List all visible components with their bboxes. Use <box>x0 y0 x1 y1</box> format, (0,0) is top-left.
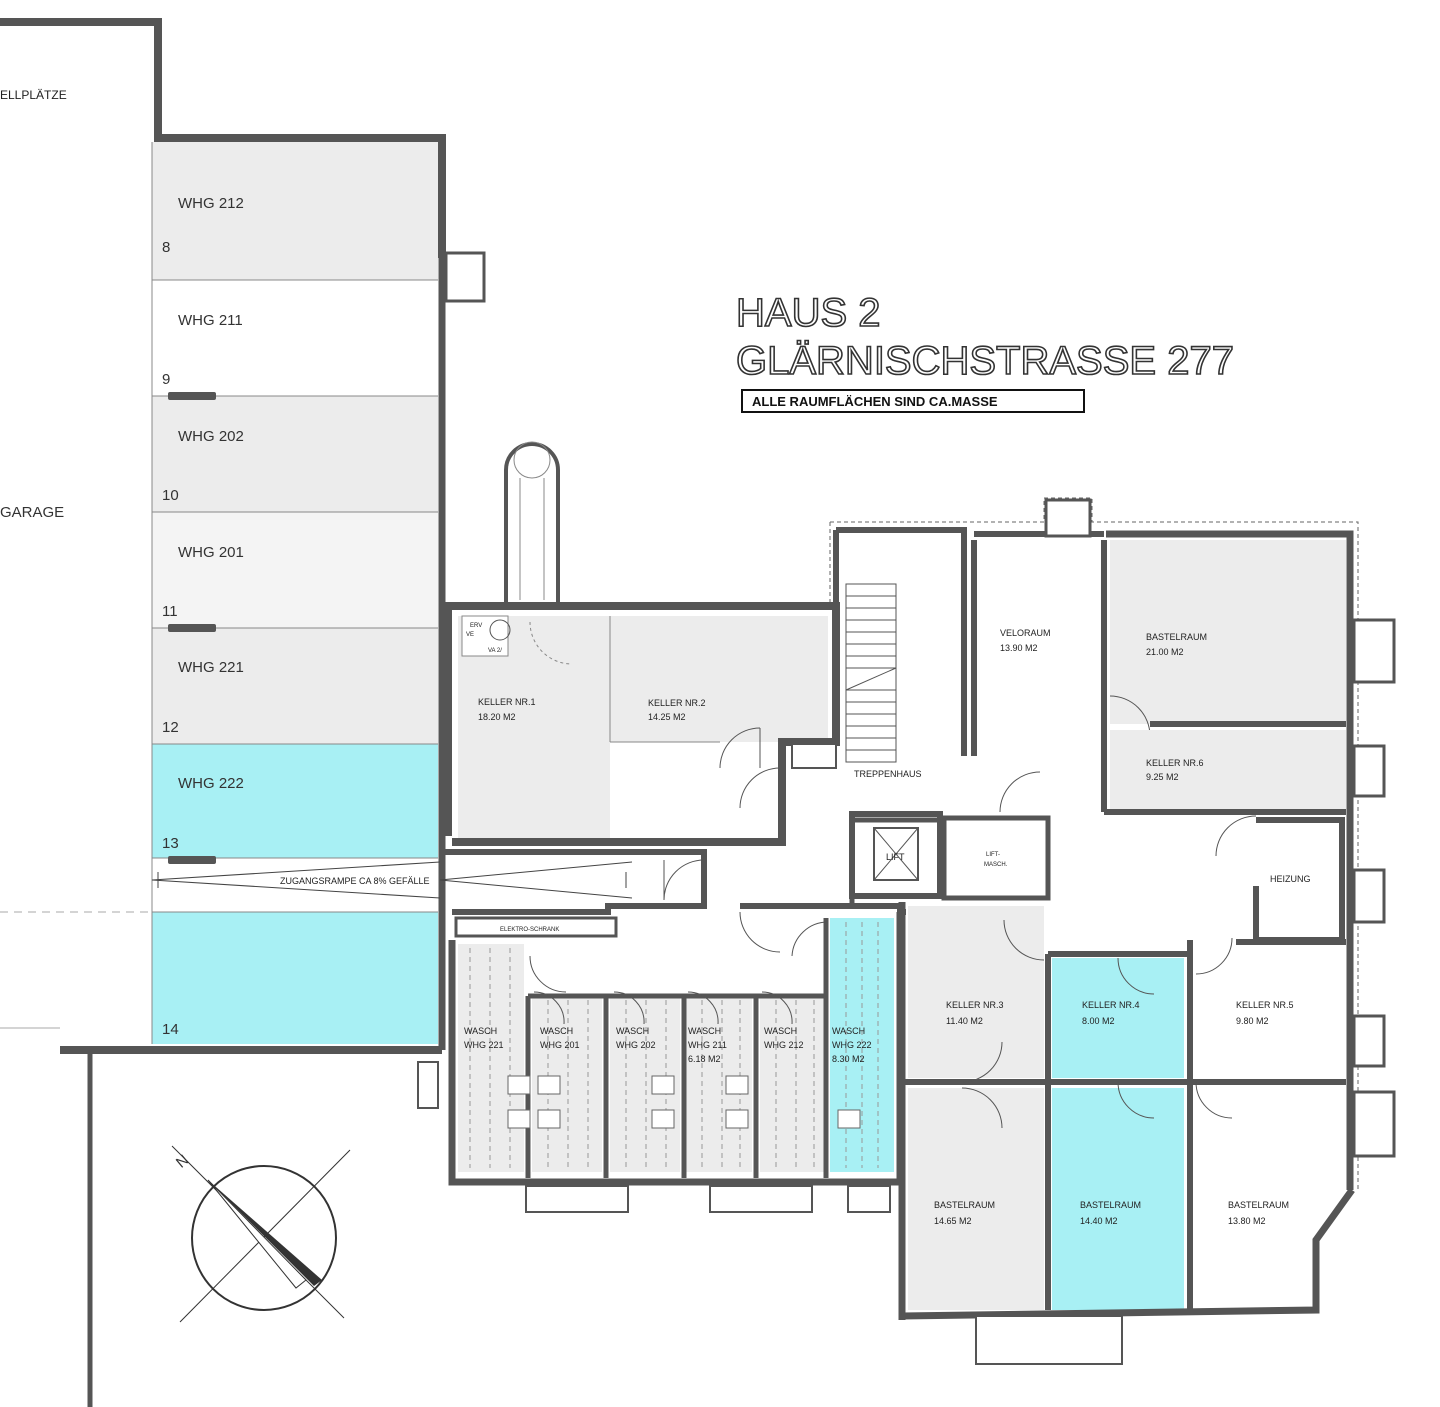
garage-label: GARAGE <box>0 504 64 521</box>
parking-space-whg-201 <box>152 512 438 628</box>
ramp-label: ZUGANGSRAMPE CA 8% GEFÄLLE <box>280 876 430 886</box>
label-va: VA 2/ <box>488 648 502 654</box>
space-number-14: 14 <box>162 1021 179 1038</box>
label-erv: ERV <box>470 623 482 629</box>
space-label-211: WHG 211 <box>178 312 243 329</box>
bastelraum-left-area: 14.65 M2 <box>934 1216 972 1226</box>
wasch-211-line2: WHG 211 <box>688 1040 727 1050</box>
column-11 <box>168 624 216 632</box>
keller-6-area: 9.25 M2 <box>1146 772 1179 782</box>
space-number-13: 13 <box>162 835 179 852</box>
wasch-221-line1: WASCH <box>464 1026 497 1036</box>
wasch-222-line2: WHG 222 <box>832 1040 872 1050</box>
room-bastelraum-mid <box>1052 1088 1184 1310</box>
keller-3-name: KELLER NR.3 <box>946 1000 1004 1010</box>
space-number-10: 10 <box>162 487 179 504</box>
wasch-222-line1: WASCH <box>832 1026 865 1036</box>
lift-label: LIFT <box>886 852 905 862</box>
elektro-schrank <box>454 916 618 938</box>
keller-2-area: 14.25 M2 <box>648 712 686 722</box>
parking-space-whg-221 <box>152 628 438 744</box>
title-block: HAUS 2 GLÄRNISCHSTRASSE 277 ALLE RAUMFLÄ… <box>735 290 1235 413</box>
wasch-221-line2: WHG 221 <box>464 1040 504 1050</box>
wasch-201-line2: WHG 201 <box>540 1040 580 1050</box>
space-label-221: WHG 221 <box>178 659 244 676</box>
parking-space-whg-212 <box>152 142 438 280</box>
space-number-9: 9 <box>162 371 170 388</box>
room-keller-5 <box>1196 946 1342 1078</box>
keller-4-area: 8.00 M2 <box>1082 1016 1115 1026</box>
space-number-8: 8 <box>162 239 170 256</box>
keller-4-name: KELLER NR.4 <box>1082 1000 1140 1010</box>
room-keller-3 <box>908 906 1044 1078</box>
wasch-202-line1: WASCH <box>616 1026 649 1036</box>
wasch-201-line1: WASCH <box>540 1026 573 1036</box>
wasch-room-221 <box>458 944 524 1172</box>
bastelraum-left-name: BASTELRAUM <box>934 1200 995 1210</box>
wasch-212-line1: WASCH <box>764 1026 797 1036</box>
column-9 <box>168 392 216 400</box>
room-keller-2 <box>610 616 828 742</box>
keller-6-name: KELLER NR.6 <box>1146 758 1204 768</box>
space-label-202: WHG 202 <box>178 428 244 445</box>
laundry-rooms: WASCH WHG 221 WASCH WHG 201 WASCH WHG 20… <box>417 912 904 1213</box>
column-13 <box>168 856 216 864</box>
wasch-211-line1: WASCH <box>688 1026 721 1036</box>
wasch-222-line3: 8.30 M2 <box>832 1054 865 1064</box>
parking-space-whg-202 <box>152 396 438 512</box>
keller-1-area: 18.20 M2 <box>478 712 516 722</box>
keller-1-name: KELLER NR.1 <box>478 697 536 707</box>
compass-icon: N <box>171 1145 351 1323</box>
bastelraum-top-name: BASTELRAUM <box>1146 632 1207 642</box>
bastelraum-mid-area: 14.40 M2 <box>1080 1216 1118 1226</box>
keller-3-area: 11.40 M2 <box>946 1016 983 1026</box>
building: ERV VE VA 2/ KELLER NR.1 18.20 M2 KELLER… <box>417 441 1396 1365</box>
lift-machine-label-2: MASCH. <box>984 862 1008 868</box>
wasch-212-line2: WHG 212 <box>764 1040 804 1050</box>
area-note-box <box>741 389 1085 413</box>
space-label-222: WHG 222 <box>178 775 244 792</box>
bastelraum-mid-name: BASTELRAUM <box>1080 1200 1141 1210</box>
garage-area: ELLPLÄTZE GARAGE WHG 212 8 WHG 211 9 WHG… <box>0 18 633 1407</box>
street-title: GLÄRNISCHSTRASSE 277 <box>736 339 1234 383</box>
wasch-room-212 <box>760 996 826 1172</box>
bastelraum-top-area: 21.00 M2 <box>1146 647 1184 657</box>
room-keller-6 <box>1110 730 1346 810</box>
lift-machine-label-1: LIFT- <box>986 852 1000 858</box>
space-number-11: 11 <box>162 603 178 620</box>
access-ramp <box>151 861 633 899</box>
veloraum-name: VELORAUM <box>1000 628 1051 638</box>
space-label-201: WHG 201 <box>178 544 244 561</box>
room-keller-4 <box>1052 958 1184 1078</box>
treppenhaus-label: TREPPENHAUS <box>854 769 922 779</box>
keller-2-name: KELLER NR.2 <box>648 698 706 708</box>
room-bastelraum-left <box>908 1088 1044 1310</box>
room-bastelraum-right <box>1196 1088 1342 1304</box>
parking-label: ELLPLÄTZE <box>0 88 67 102</box>
bastelraum-right-area: 13.80 M2 <box>1228 1216 1266 1226</box>
parking-space-whg-211 <box>152 280 438 396</box>
staircase <box>845 583 897 763</box>
area-note: ALLE RAUMFLÄCHEN SIND CA.MASSE <box>752 394 998 409</box>
compass-north-label: N <box>173 1152 192 1172</box>
bastelraum-right-name: BASTELRAUM <box>1228 1200 1289 1210</box>
space-number-12: 12 <box>162 719 179 736</box>
heizung-label: HEIZUNG <box>1270 874 1311 884</box>
veloraum-area: 13.90 M2 <box>1000 643 1038 653</box>
parking-space-14 <box>152 912 438 1044</box>
space-label-212: WHG 212 <box>178 195 244 212</box>
label-ve: VE <box>466 632 474 638</box>
wasch-202-line2: WHG 202 <box>616 1040 656 1050</box>
parking-space-whg-222 <box>152 744 438 858</box>
lift-machine-room <box>941 815 1051 901</box>
keller-5-name: KELLER NR.5 <box>1236 1000 1294 1010</box>
wasch-211-line3: 6.18 M2 <box>688 1054 721 1064</box>
house-title: HAUS 2 <box>736 291 881 335</box>
keller-5-area: 9.80 M2 <box>1236 1016 1269 1026</box>
room-bastelraum-top <box>1110 540 1346 724</box>
elektro-label: ELEKTRO-SCHRANK <box>500 927 559 933</box>
